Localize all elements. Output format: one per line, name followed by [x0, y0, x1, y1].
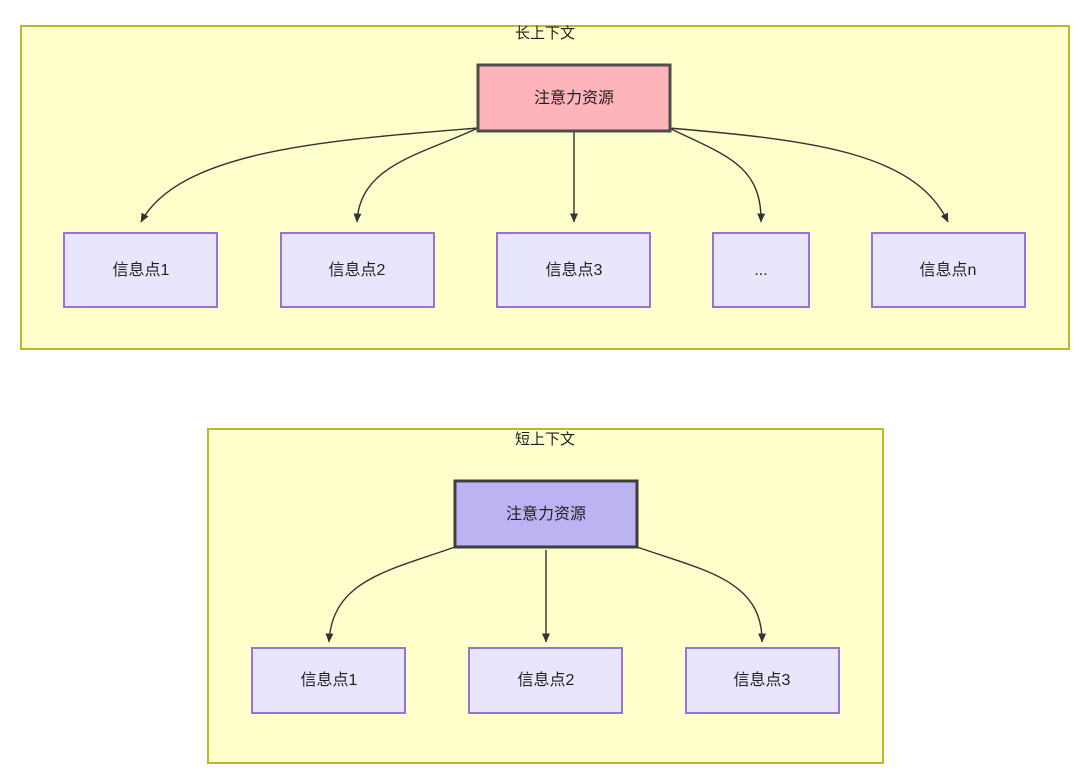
attention-node-box-short[interactable] [453, 479, 639, 549]
edge-attention-to-info-2 [353, 127, 479, 223]
info-node-box[interactable] [468, 647, 623, 714]
edge-attention-to-info-5 [668, 127, 949, 223]
info-node-2-short[interactable]: 信息点2 [468, 647, 623, 714]
info-node-box[interactable] [251, 647, 406, 714]
long-context-title: 长上下文 [515, 25, 575, 42]
info-node-1-long[interactable]: 信息点1 [63, 232, 218, 308]
info-node-ellipsis-long[interactable]: ... [712, 232, 810, 308]
short-context-group: 短上下文 注意力资源 信息点1 信息点2 [207, 428, 884, 764]
info-node-label: ... [754, 262, 767, 279]
long-context-attention-node[interactable]: 注意力资源 [476, 63, 672, 133]
edge-attention-to-info-1 [140, 127, 479, 223]
info-node-3-short[interactable]: 信息点3 [685, 647, 840, 714]
info-node-1-short[interactable]: 信息点1 [251, 647, 406, 714]
edge-attention-to-info-3 [636, 546, 767, 643]
info-node-label: 信息点1 [301, 671, 358, 689]
info-node-box[interactable] [63, 232, 218, 308]
info-node-label: 信息点1 [113, 261, 170, 279]
short-context-title: 短上下文 [515, 431, 575, 448]
short-context-attention-node[interactable]: 注意力资源 [453, 479, 639, 549]
info-node-label: 信息点2 [329, 261, 386, 279]
info-node-box[interactable] [496, 232, 651, 308]
info-node-box[interactable] [871, 232, 1026, 308]
attention-node-label-short: 注意力资源 [506, 504, 586, 523]
info-node-box[interactable] [712, 232, 810, 308]
info-node-3-long[interactable]: 信息点3 [496, 232, 651, 308]
info-node-box[interactable] [280, 232, 435, 308]
edge-attention-to-info-1 [325, 546, 456, 643]
long-context-group: 长上下文 注意力资源 信息点1 [20, 25, 1070, 350]
info-node-2-long[interactable]: 信息点2 [280, 232, 435, 308]
long-context-edges [140, 127, 949, 223]
info-node-label: 信息点n [920, 261, 977, 279]
info-node-label: 信息点2 [518, 671, 575, 689]
info-node-label: 信息点3 [734, 671, 791, 689]
info-node-n-long[interactable]: 信息点n [871, 232, 1026, 308]
long-context-info-nodes: 信息点1 信息点2 信息点3 ... 信息点n [63, 232, 1026, 308]
attention-node-label-long: 注意力资源 [534, 88, 614, 107]
short-context-info-nodes: 信息点1 信息点2 信息点3 [251, 647, 840, 714]
short-context-edges [325, 546, 767, 643]
attention-node-box-long[interactable] [476, 63, 672, 133]
edge-attention-to-info-4 [668, 127, 766, 223]
info-node-label: 信息点3 [546, 261, 603, 279]
info-node-box[interactable] [685, 647, 840, 714]
